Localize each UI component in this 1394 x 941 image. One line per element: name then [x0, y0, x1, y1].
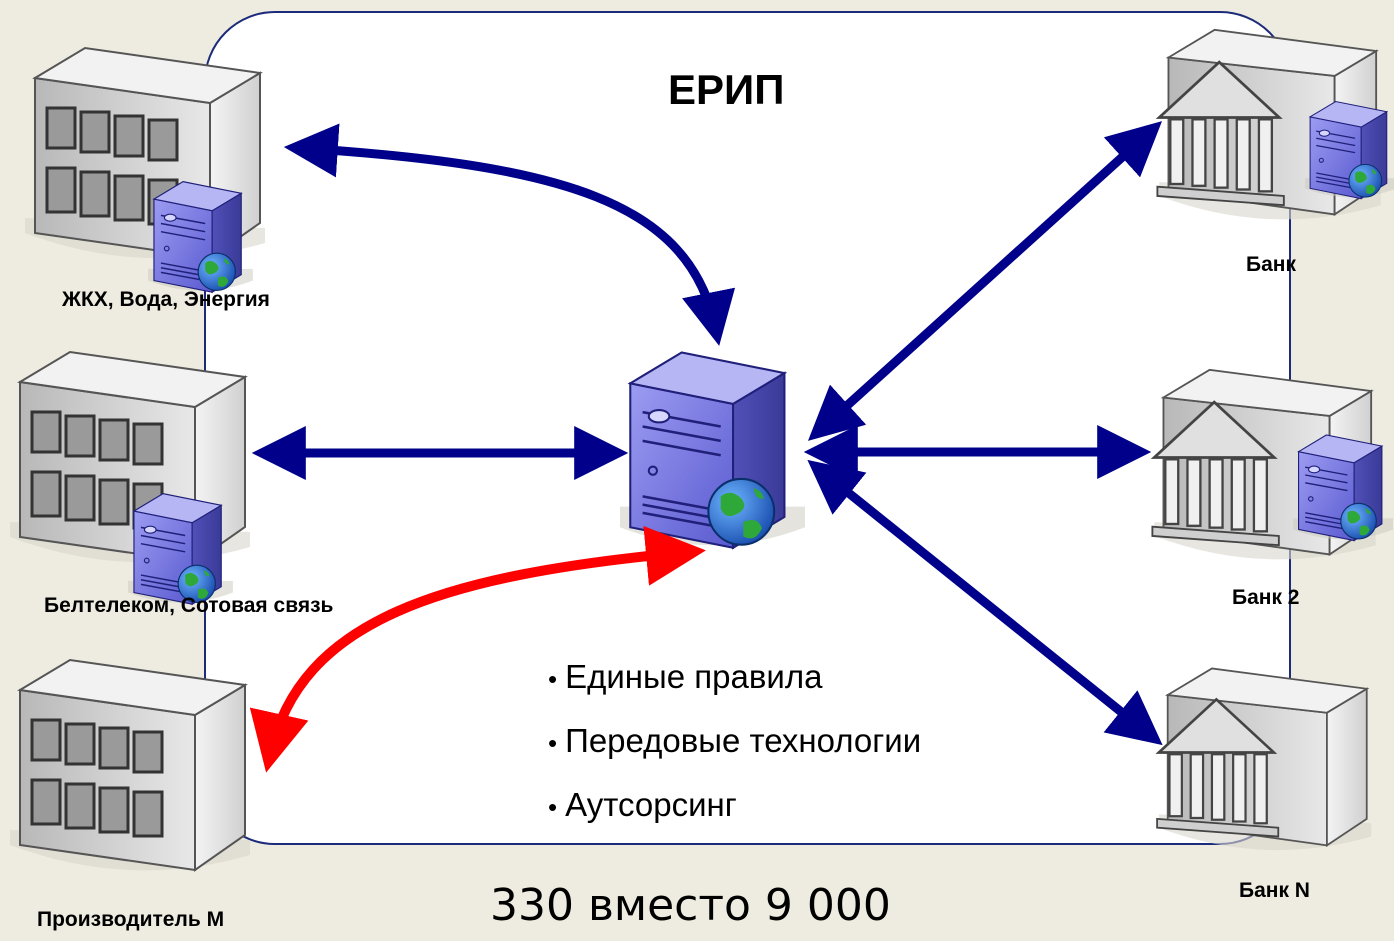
server-icon — [1305, 100, 1394, 200]
telecom-node — [8, 350, 252, 605]
manufacturer-label: Производитель М — [37, 908, 225, 931]
bank1-label: Банк — [1246, 253, 1296, 276]
bankN-label: Банк N — [1239, 879, 1310, 902]
utilities-label: ЖКХ, Вода, Энергия — [62, 288, 270, 311]
server-icon — [1293, 434, 1393, 542]
server-icon — [128, 492, 233, 605]
connector-bank1 — [807, 121, 1163, 441]
server-icon — [148, 180, 253, 293]
footer-caption: 330 вместо 9 000 — [490, 880, 891, 931]
benefit-item: Единые правила — [548, 655, 921, 719]
bankN-node — [1155, 667, 1373, 852]
benefit-text: Передовые технологии — [565, 722, 922, 759]
bank1-node — [1155, 28, 1394, 221]
bank-building-icon — [1155, 667, 1373, 852]
diagram-title: ЕРИП — [668, 66, 785, 113]
benefit-item: Аутсорсинг — [548, 783, 921, 847]
bank2-node — [1150, 368, 1393, 561]
benefit-item: Передовые технологии — [548, 719, 921, 783]
benefits-list: Единые правила Передовые технологии Аутс… — [548, 655, 921, 847]
manufacturer-node — [8, 658, 252, 872]
bank2-label: Банк 2 — [1232, 586, 1300, 609]
erip-server-icon — [620, 351, 805, 550]
benefit-text: Единые правила — [565, 658, 823, 695]
telecom-label: Белтелеком, Сотовая связь — [44, 594, 334, 617]
utilities-node — [23, 46, 267, 293]
benefit-text: Аутсорсинг — [565, 786, 737, 823]
connector-manufacturer — [249, 526, 706, 773]
connector-bankN — [807, 459, 1163, 746]
connector-utilities — [283, 123, 736, 346]
office-building-icon — [8, 658, 252, 872]
